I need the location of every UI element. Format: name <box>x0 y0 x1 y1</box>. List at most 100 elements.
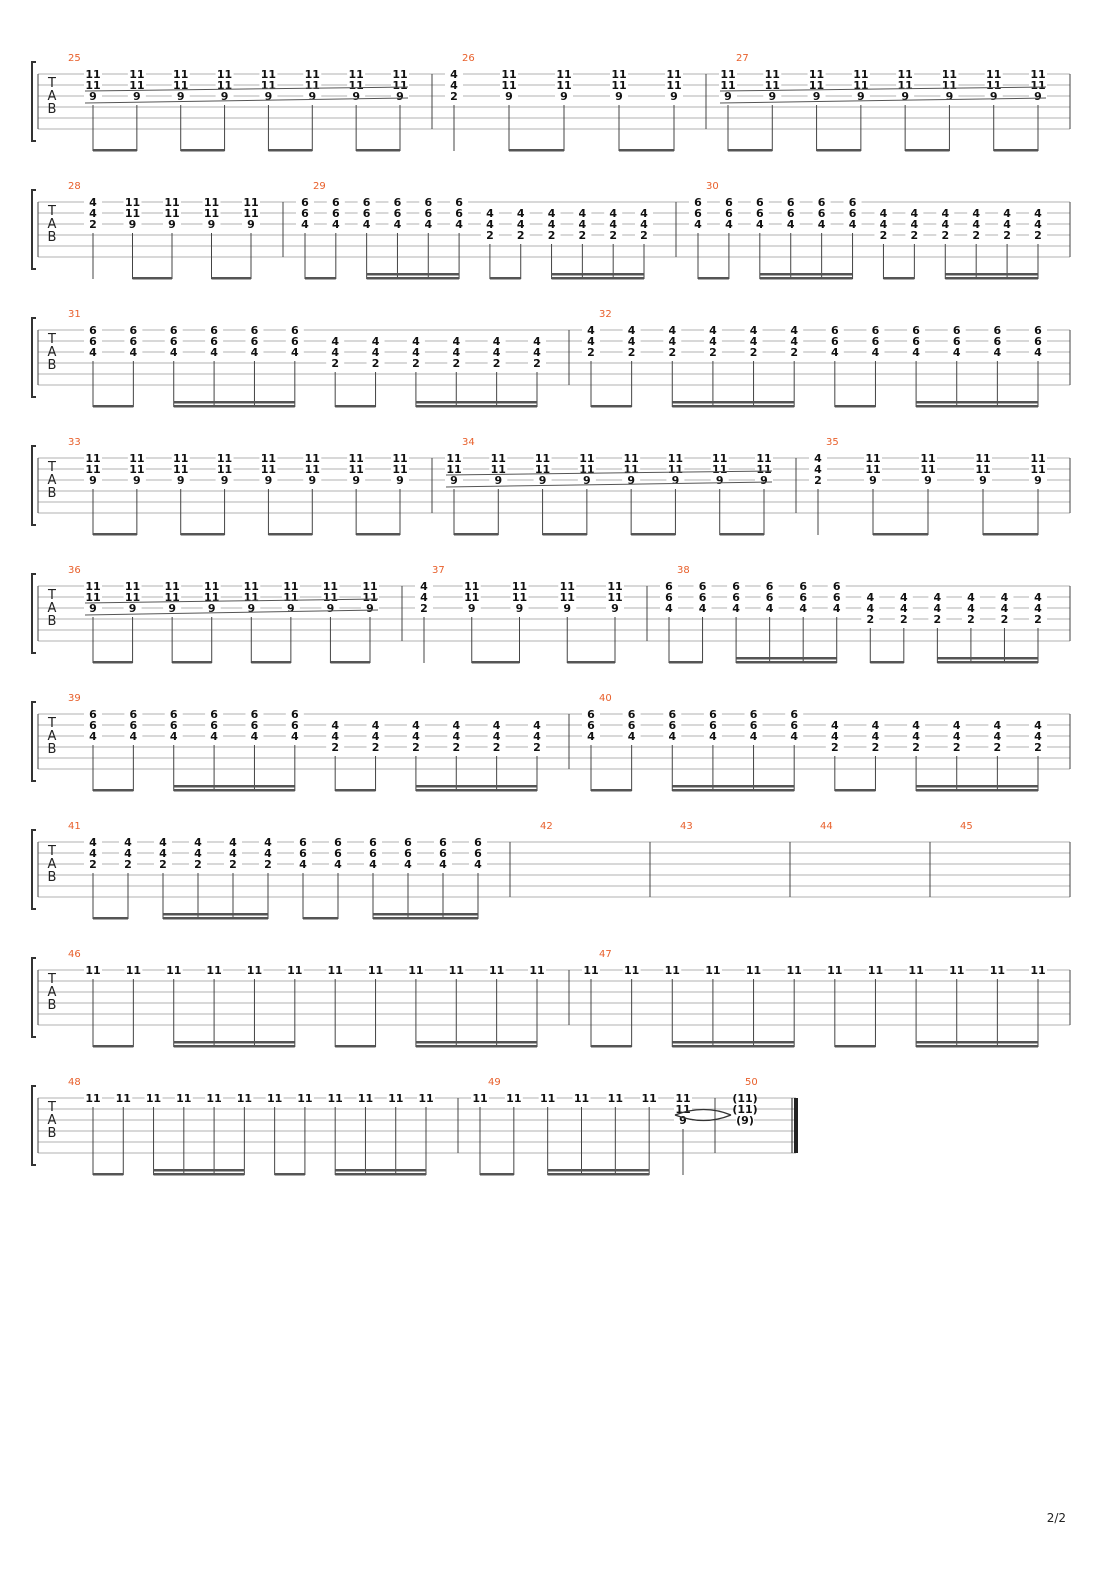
fret-number: 2 <box>934 613 942 626</box>
measure-number: 33 <box>68 437 81 448</box>
fret-number: 11 <box>173 68 188 81</box>
fret-number: 9 <box>327 602 335 615</box>
fret-number: 11 <box>173 463 188 476</box>
fret-backdrop <box>896 70 915 80</box>
fret-backdrop <box>295 1094 314 1104</box>
fret-number: 11 <box>868 964 883 977</box>
beam <box>366 277 460 280</box>
fret-backdrop <box>604 209 623 219</box>
measure: 42 <box>540 821 553 832</box>
fret-backdrop <box>940 81 959 91</box>
fret-backdrop <box>84 582 102 592</box>
fret-backdrop <box>1029 220 1047 230</box>
measure-number: 48 <box>68 1077 81 1088</box>
fret-backdrop <box>809 454 827 464</box>
fret-number: 4 <box>766 602 774 615</box>
beam <box>916 789 1038 792</box>
fret-number: 11 <box>166 964 181 977</box>
fret-number: 4 <box>533 719 541 732</box>
fret-backdrop <box>480 231 499 241</box>
fret-backdrop <box>825 337 844 347</box>
fret-number: 11 <box>668 463 683 476</box>
fret-backdrop <box>812 209 831 219</box>
beam <box>93 405 134 408</box>
fret-number: 2 <box>814 474 822 487</box>
fret-backdrop <box>719 220 738 230</box>
fret-number: 2 <box>372 357 380 370</box>
fret-number: 9 <box>89 90 97 103</box>
fret-backdrop <box>936 220 955 230</box>
fret-number: 6 <box>170 719 178 732</box>
fret-backdrop <box>242 593 261 603</box>
fret-number: (11) <box>732 1092 757 1105</box>
fret-backdrop <box>582 337 600 347</box>
fret-backdrop <box>785 348 804 358</box>
tab-clef-letter: T <box>47 204 56 219</box>
fret-number: 4 <box>953 719 961 732</box>
fret-backdrop <box>894 604 913 614</box>
fret-number: 4 <box>331 730 339 743</box>
beam <box>93 149 137 152</box>
fret-backdrop <box>750 209 769 219</box>
fret-number: 11 <box>897 68 912 81</box>
fret-backdrop <box>528 721 546 731</box>
fret-backdrop <box>361 593 379 603</box>
fret-number: 2 <box>533 741 541 754</box>
fret-number: 11 <box>348 452 363 465</box>
system-bracket <box>31 1085 36 1166</box>
fret-number: 9 <box>265 474 273 487</box>
fret-backdrop <box>703 326 722 336</box>
fret-backdrop <box>303 465 322 475</box>
fret-number: 4 <box>394 218 402 231</box>
fret-number: 4 <box>486 218 494 231</box>
fret-backdrop <box>281 593 300 603</box>
fret-backdrop <box>974 476 992 486</box>
tab-clef-letter: A <box>48 729 57 744</box>
beam <box>335 1169 426 1172</box>
fret-backdrop <box>861 593 880 603</box>
fret-backdrop <box>347 81 366 91</box>
fret-number: 9 <box>287 602 295 615</box>
measure-number: 27 <box>736 53 749 64</box>
fret-number: 4 <box>412 335 420 348</box>
fret-backdrop <box>357 198 376 208</box>
fret-number: 9 <box>679 1114 687 1127</box>
fret-number: 4 <box>264 847 272 860</box>
tab-clef-letter: A <box>48 601 57 616</box>
beam <box>330 661 370 664</box>
fret-number: 11 <box>206 964 221 977</box>
fret-number: 11 <box>1030 964 1045 977</box>
fret-backdrop <box>119 838 137 848</box>
fret-number: 6 <box>210 719 218 732</box>
slide-line <box>719 97 1047 104</box>
fret-number: 11 <box>85 580 100 593</box>
fret-backdrop <box>760 604 779 614</box>
fret-number: 4 <box>587 730 595 743</box>
fret-backdrop <box>573 231 592 241</box>
fret-backdrop <box>123 209 142 219</box>
fret-number: 4 <box>493 335 501 348</box>
fret-backdrop <box>604 231 623 241</box>
fret-number: 4 <box>124 847 132 860</box>
fret-backdrop <box>450 209 469 219</box>
fret-backdrop <box>528 359 546 369</box>
beam <box>93 1173 124 1176</box>
beam <box>251 661 291 664</box>
tab-clef-letter: A <box>48 217 57 232</box>
fret-backdrop <box>329 838 347 848</box>
fret-backdrop <box>259 838 277 848</box>
fret-number: 2 <box>264 858 272 871</box>
fret-backdrop <box>391 92 409 102</box>
fret-number: 4 <box>1034 591 1042 604</box>
fret-backdrop <box>163 593 182 603</box>
fret-number: 4 <box>668 335 676 348</box>
fret-number: 6 <box>89 708 97 721</box>
beam <box>937 661 1038 664</box>
fret-backdrop <box>555 92 573 102</box>
fret-backdrop <box>533 476 552 486</box>
fret-backdrop <box>127 454 146 464</box>
fret-backdrop <box>896 92 915 102</box>
fret-number: 6 <box>833 580 841 593</box>
fret-number: 4 <box>452 346 460 359</box>
